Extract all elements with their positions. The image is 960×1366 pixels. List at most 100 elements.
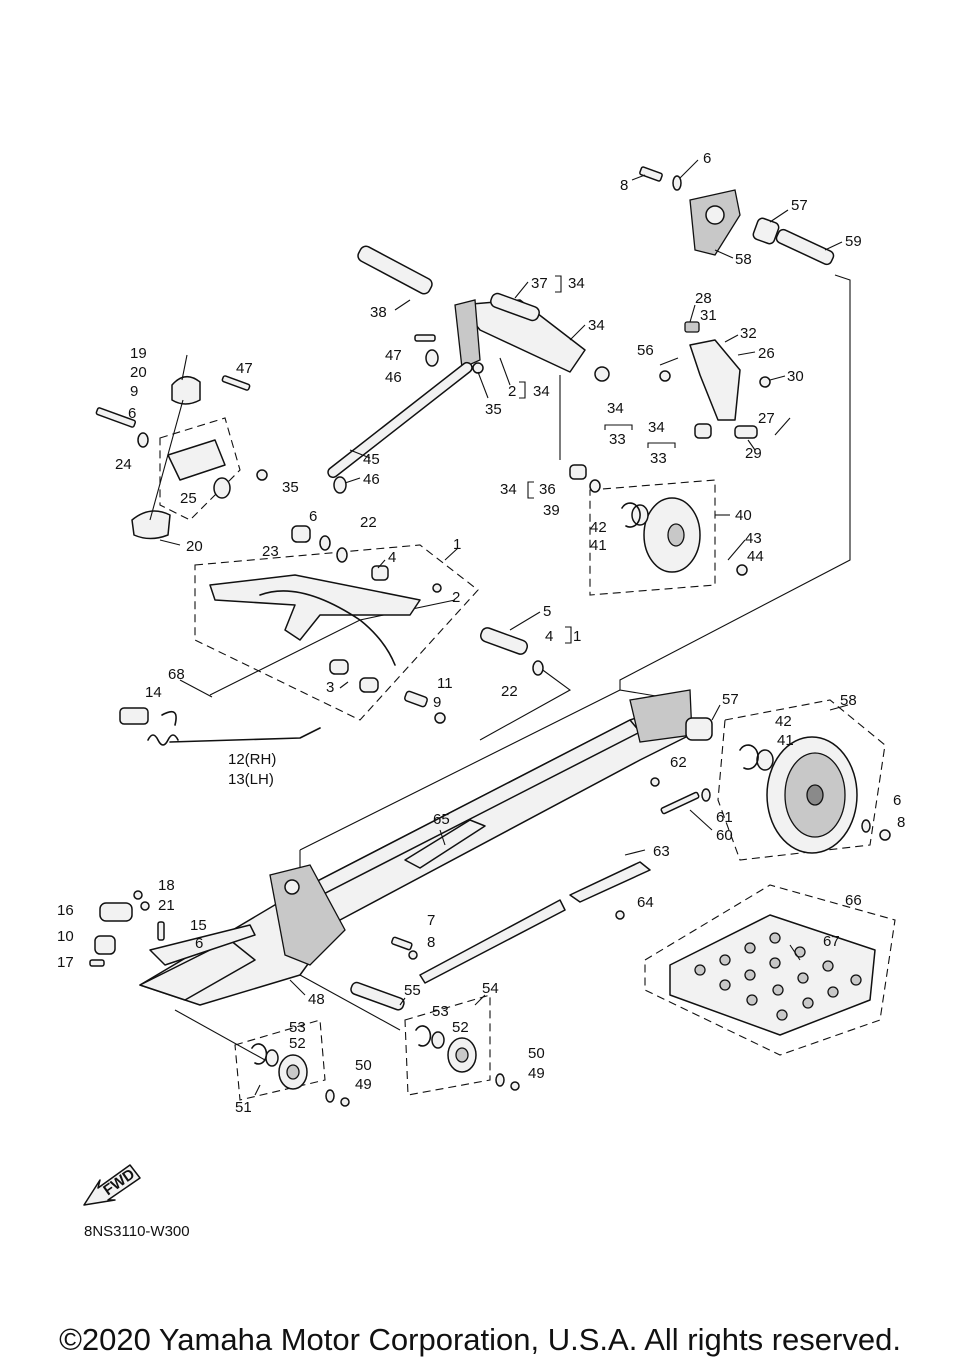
- leader-29: [747, 439, 756, 451]
- stud: [827, 986, 839, 998]
- front-hole: [284, 879, 300, 895]
- bracket-24: [167, 439, 226, 481]
- callout: 6: [703, 150, 711, 167]
- bearing-41b: [756, 749, 774, 771]
- callout: 27: [758, 410, 775, 427]
- stud: [744, 942, 756, 954]
- callout: 61: [716, 809, 733, 826]
- callout: 6: [309, 508, 317, 525]
- callout: 30: [787, 368, 804, 385]
- leader-4a: [377, 559, 386, 569]
- leader-32: [724, 334, 739, 343]
- callout: 57: [791, 197, 808, 214]
- callout: 35: [485, 401, 502, 418]
- stud: [719, 954, 731, 966]
- fwd-arrow-icon: FWD: [83, 1164, 141, 1206]
- bolt-49b: [510, 1081, 520, 1091]
- callout: 54: [482, 980, 499, 997]
- washer-21: [140, 901, 150, 911]
- callout: 58: [840, 692, 857, 709]
- callout: 23: [262, 543, 279, 560]
- bracket-33b: [647, 442, 676, 448]
- tube-37: [490, 292, 540, 322]
- front-tip: [139, 939, 256, 1001]
- callout: 50: [528, 1045, 545, 1062]
- washer-6d: [861, 819, 871, 833]
- callout: 35: [282, 479, 299, 496]
- leader-long-20: [149, 399, 184, 521]
- leader-3: [339, 681, 349, 689]
- washer-50b: [495, 1073, 505, 1087]
- stud: [744, 969, 756, 981]
- bushing-3b: [359, 677, 379, 693]
- stud: [719, 979, 731, 991]
- stud: [746, 994, 758, 1006]
- bolt-60: [660, 791, 700, 815]
- callout: 18: [158, 877, 175, 894]
- leader-5: [509, 611, 541, 631]
- bracket-37-34: [555, 275, 562, 293]
- callout: 33: [650, 450, 667, 467]
- bushing-4a: [371, 565, 389, 581]
- callout: 3: [326, 679, 334, 696]
- leader-57a: [769, 209, 789, 223]
- bolt-8b: [879, 829, 891, 841]
- leader-46b: [344, 477, 361, 484]
- spacer-57b: [685, 717, 713, 741]
- bracket-33a: [604, 424, 633, 430]
- leader-34c: [499, 357, 511, 386]
- spring-coil: [147, 734, 179, 746]
- callout: 50: [355, 1057, 372, 1074]
- callout: 53: [289, 1019, 306, 1036]
- callout: 38: [370, 304, 387, 321]
- callout: 31: [700, 307, 717, 324]
- bracket-hub: [705, 205, 725, 225]
- bolt-44: [736, 564, 748, 576]
- leader-48: [289, 979, 306, 996]
- callout: 16: [57, 902, 74, 919]
- nut-8c: [408, 950, 418, 960]
- callout: 9: [433, 694, 441, 711]
- callout: 34: [533, 383, 550, 400]
- callout: 51: [235, 1099, 252, 1116]
- clip-31: [684, 321, 700, 333]
- callout: 10: [57, 928, 74, 945]
- callout: 12(RH): [228, 751, 276, 768]
- group-box-51: [234, 1019, 326, 1101]
- washer-39: [589, 479, 601, 493]
- callout: 40: [735, 507, 752, 524]
- callout: 58: [735, 251, 752, 268]
- group-box-66: [644, 884, 896, 1056]
- mat-studs: [694, 932, 862, 1021]
- callout: 44: [747, 548, 764, 565]
- fwd-arrow-shape: [83, 1164, 141, 1206]
- callout: 32: [740, 325, 757, 342]
- callout: 42: [775, 713, 792, 730]
- front-left-bracket: [95, 354, 268, 546]
- group-box-54: [404, 994, 491, 1096]
- group-boxes: [159, 417, 896, 1101]
- callout: 4: [388, 549, 396, 566]
- front-arm-1: [209, 525, 544, 724]
- callout: 34: [588, 317, 605, 334]
- callout: 1: [453, 536, 461, 553]
- bearing-52b: [431, 1031, 445, 1049]
- group-box-40: [589, 479, 716, 596]
- leader-34a: [514, 281, 529, 299]
- bolt-17: [89, 959, 105, 967]
- callout: 41: [590, 537, 607, 554]
- stud: [776, 1009, 788, 1021]
- callout: 8: [427, 934, 435, 951]
- idler-wheel-40: [569, 464, 748, 576]
- stud: [850, 974, 862, 986]
- callout: 9: [130, 383, 138, 400]
- callout: 7: [427, 912, 435, 929]
- copyright-notice: ©2020 Yamaha Motor Corporation, U.S.A. A…: [59, 1322, 901, 1357]
- callout: 66: [845, 892, 862, 909]
- leader-28: [689, 304, 696, 323]
- leader-34b: [569, 324, 586, 341]
- collar-36: [569, 464, 587, 480]
- callout: 60: [716, 827, 733, 844]
- leader-59-to-frame: [619, 274, 851, 701]
